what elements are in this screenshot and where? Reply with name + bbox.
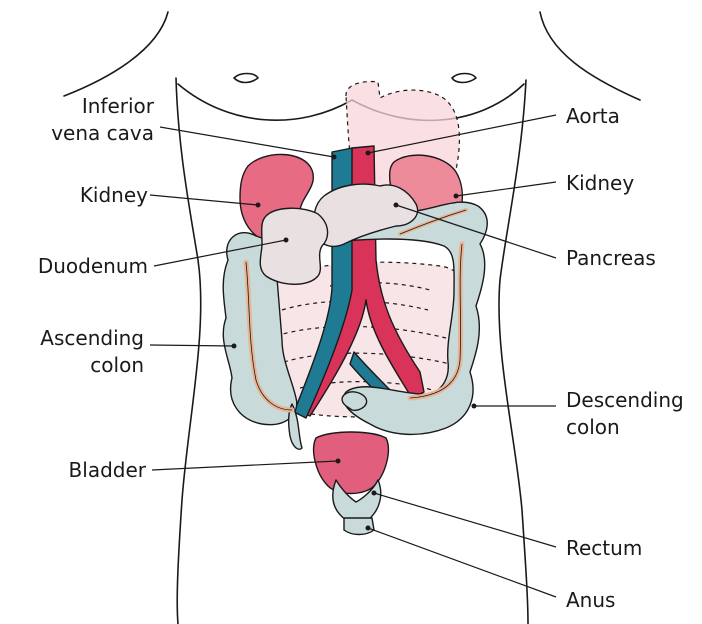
label-anus: Anus [566, 588, 615, 612]
duodenum [260, 208, 327, 284]
label-descending-colon-line2: colon [566, 415, 620, 439]
label-kidney-right: Kidney [566, 171, 634, 195]
label-ascending-colon-line1: Ascending [40, 326, 144, 350]
label-rectum: Rectum [566, 536, 642, 560]
label-bladder: Bladder [69, 458, 147, 482]
label-kidney-left: Kidney [80, 183, 148, 207]
label-duodenum: Duodenum [38, 254, 148, 278]
label-inferior-vena-cava-line2: vena cava [51, 121, 154, 145]
label-aorta: Aorta [566, 104, 620, 128]
label-pancreas: Pancreas [566, 246, 656, 270]
label-descending-colon-line1: Descending [566, 388, 684, 412]
label-ascending-colon-line2: colon [90, 353, 144, 377]
label-inferior-vena-cava-line1: Inferior [82, 94, 155, 118]
